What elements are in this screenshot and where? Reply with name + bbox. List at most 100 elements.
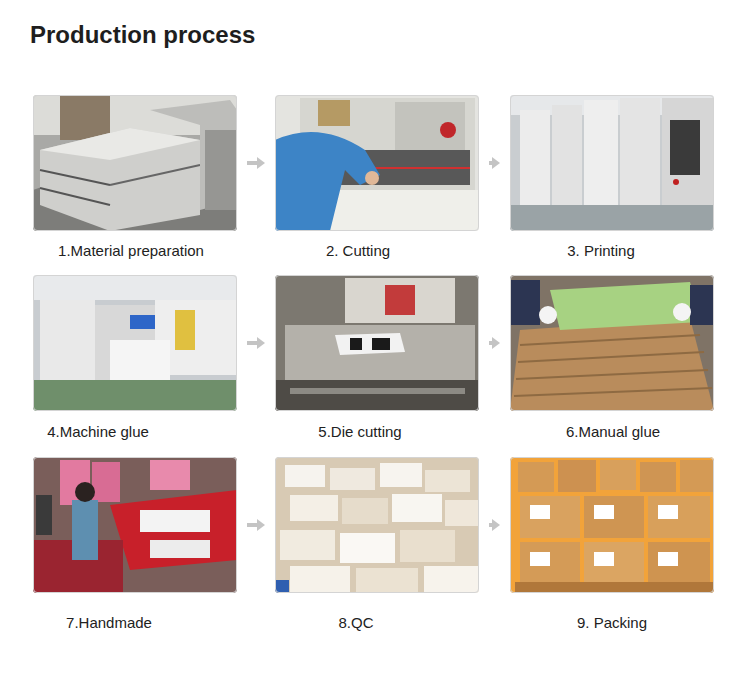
photo-detail bbox=[510, 318, 714, 411]
photo-detail bbox=[275, 380, 479, 411]
photo-detail bbox=[558, 460, 596, 492]
photo-detail bbox=[275, 95, 479, 231]
step-caption: 6.Manual glue bbox=[566, 423, 660, 441]
flow-arrow bbox=[489, 157, 500, 169]
photo-detail bbox=[280, 530, 335, 560]
photo-detail bbox=[385, 285, 415, 315]
photo-detail bbox=[514, 388, 712, 396]
photo-detail bbox=[510, 95, 714, 231]
photo-detail bbox=[275, 132, 380, 231]
photo-detail bbox=[92, 462, 120, 502]
photo-detail bbox=[648, 542, 710, 582]
photo-detail bbox=[110, 165, 200, 185]
flow-arrow bbox=[247, 157, 265, 169]
flow-arrow bbox=[247, 337, 265, 349]
photo-detail bbox=[539, 306, 557, 324]
printing-photo bbox=[510, 95, 714, 231]
process-photo-box: 3. Printing bbox=[510, 95, 714, 231]
photo-detail bbox=[400, 530, 455, 562]
photo-detail bbox=[275, 457, 479, 593]
flow-arrow bbox=[489, 519, 500, 531]
photo-detail bbox=[33, 275, 237, 411]
arrow-head bbox=[492, 337, 500, 349]
photo-detail bbox=[40, 300, 95, 380]
photo-detail bbox=[40, 128, 200, 231]
photo-detail bbox=[205, 130, 237, 210]
photo-detail bbox=[290, 495, 338, 521]
arrow-shaft bbox=[247, 161, 258, 165]
photo-detail bbox=[36, 495, 52, 535]
flow-arrow bbox=[247, 519, 265, 531]
manual-glue-photo bbox=[510, 275, 714, 411]
photo-detail bbox=[285, 325, 475, 380]
photo-detail bbox=[72, 500, 98, 560]
material-photo bbox=[33, 95, 237, 231]
photo-detail bbox=[425, 470, 470, 492]
photo-detail bbox=[515, 582, 714, 593]
arrow-shaft bbox=[247, 341, 258, 345]
photo-detail bbox=[510, 205, 714, 231]
photo-detail bbox=[658, 552, 678, 566]
photo-detail bbox=[510, 275, 714, 411]
process-photo-box: 9. Packing bbox=[510, 457, 714, 593]
photo-detail bbox=[40, 128, 200, 160]
photo-detail bbox=[150, 460, 190, 490]
photo-detail bbox=[594, 505, 614, 519]
photo-detail bbox=[380, 463, 422, 487]
arrow-head bbox=[492, 519, 500, 531]
photo-detail bbox=[680, 460, 714, 492]
photo-detail bbox=[518, 352, 704, 362]
qc-photo bbox=[275, 457, 479, 593]
photo-detail bbox=[392, 494, 442, 522]
photo-detail bbox=[516, 370, 708, 379]
photo-detail bbox=[395, 102, 465, 157]
photo-detail bbox=[673, 179, 679, 185]
step-caption: 1.Material preparation bbox=[58, 242, 204, 260]
photo-detail bbox=[648, 496, 710, 538]
photo-detail bbox=[40, 188, 110, 205]
photo-detail bbox=[75, 482, 95, 502]
cutting-photo bbox=[275, 95, 479, 231]
photo-detail bbox=[285, 465, 325, 487]
photo-detail bbox=[690, 285, 714, 325]
photo-detail bbox=[110, 490, 237, 570]
photo-detail bbox=[520, 496, 580, 538]
photo-detail bbox=[345, 278, 455, 323]
step-caption: 3. Printing bbox=[567, 242, 635, 260]
photo-detail bbox=[520, 542, 580, 582]
photo-detail bbox=[600, 460, 636, 490]
process-photo-box: 5.Die cutting bbox=[275, 275, 479, 411]
process-photo-box: 4.Machine glue bbox=[33, 275, 237, 411]
photo-detail bbox=[424, 566, 479, 593]
photo-detail bbox=[342, 498, 388, 524]
photo-detail bbox=[510, 457, 714, 593]
photo-detail bbox=[60, 95, 110, 140]
photo-detail bbox=[530, 552, 550, 566]
photo-detail bbox=[350, 338, 362, 350]
photo-detail bbox=[33, 457, 237, 593]
photo-detail bbox=[290, 388, 465, 394]
photo-detail bbox=[440, 122, 456, 138]
photo-detail bbox=[275, 275, 479, 411]
step-caption: 5.Die cutting bbox=[318, 423, 401, 441]
arrow-shaft bbox=[247, 523, 258, 527]
packing-photo bbox=[510, 457, 714, 593]
photo-detail bbox=[33, 275, 237, 300]
photo-detail bbox=[518, 462, 554, 492]
arrow-head bbox=[257, 519, 265, 531]
arrow-head bbox=[257, 157, 265, 169]
photo-detail bbox=[330, 190, 479, 231]
process-photo-box: 7.Handmade bbox=[33, 457, 237, 593]
photo-detail bbox=[550, 282, 700, 330]
step-caption: 8.QC bbox=[338, 614, 373, 632]
photo-detail bbox=[140, 510, 210, 532]
photo-detail bbox=[340, 533, 395, 563]
photo-detail bbox=[640, 462, 676, 492]
photo-detail bbox=[290, 566, 350, 593]
process-photo-box: 6.Manual glue bbox=[510, 275, 714, 411]
photo-detail bbox=[670, 120, 700, 175]
photo-detail bbox=[372, 338, 390, 350]
photo-detail bbox=[150, 540, 210, 558]
